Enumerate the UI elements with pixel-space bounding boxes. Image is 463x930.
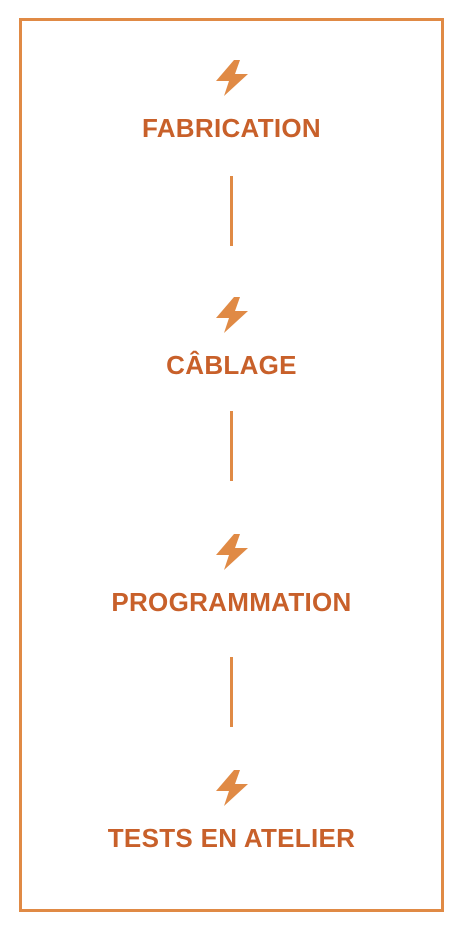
step-label: TESTS EN ATELIER: [107, 823, 356, 853]
step-label: FABRICATION: [141, 113, 322, 143]
process-step-cablage: CÂBLAGE: [22, 296, 441, 380]
step-connector: [230, 657, 233, 727]
lightning-bolt-icon: [215, 770, 248, 806]
process-frame: FABRICATION CÂBLAGE PROGRAMMATION TESTS …: [19, 18, 444, 912]
lightning-bolt-icon: [215, 297, 248, 333]
lightning-bolt-icon: [215, 534, 248, 570]
process-step-fabrication: FABRICATION: [22, 59, 441, 143]
step-label: PROGRAMMATION: [111, 587, 352, 617]
step-connector: [230, 176, 233, 246]
process-step-programmation: PROGRAMMATION: [22, 533, 441, 617]
step-connector: [230, 411, 233, 481]
step-label: CÂBLAGE: [166, 350, 297, 380]
lightning-bolt-icon: [215, 60, 248, 96]
process-step-tests-en-atelier: TESTS EN ATELIER: [22, 769, 441, 853]
